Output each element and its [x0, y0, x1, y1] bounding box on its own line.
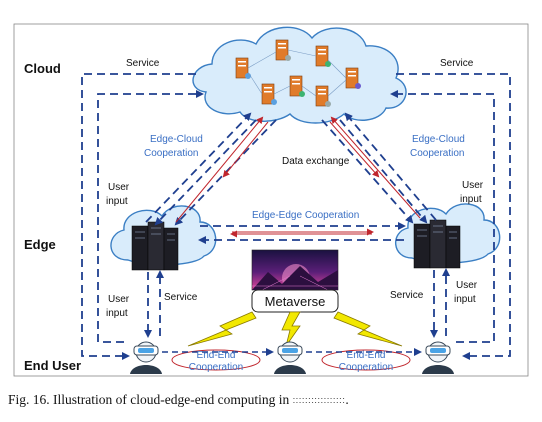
lightning-center-icon: [281, 311, 301, 347]
label-service-right: Service: [440, 58, 474, 69]
label-user-input-left-upper-2: input: [106, 196, 128, 207]
user-right-icon: [422, 341, 454, 374]
label-user-input-right-upper-1: User: [462, 180, 484, 191]
edge-server-right-icon: [413, 219, 461, 269]
label-edge-cloud-left-1: Edge-Cloud: [150, 134, 203, 145]
edge-server-left-icon: [131, 221, 179, 271]
label-service-lower-right: Service: [390, 290, 424, 301]
server-icon: [315, 85, 331, 107]
server-icon: [345, 67, 361, 89]
tier-label-edge: Edge: [24, 237, 56, 252]
label-edge-cloud-left-2: Cooperation: [144, 148, 198, 159]
label-service-left: Service: [126, 58, 160, 69]
end-end-cooperation-left-ellipse: [171, 349, 261, 371]
end-end-cooperation-right-ellipse: [321, 349, 411, 371]
label-end-end-left-2: Cooperation: [189, 362, 243, 373]
figure-caption: Fig. 16. Illustration of cloud-edge-end …: [8, 392, 534, 408]
label-user-input-left-lower-2: input: [106, 308, 128, 319]
label-user-input-right-lower-2: input: [454, 294, 476, 305]
tier-label-end-user: End User: [24, 358, 81, 373]
metaverse-label: Metaverse: [265, 294, 326, 309]
caption-obscured-text: ∶∶∶∶∶∶∶∶∶∶∶∶∶∶∶∶∶: [292, 396, 346, 407]
user-center-icon: [274, 341, 306, 374]
server-icon: [275, 39, 291, 61]
label-user-input-right-lower-1: User: [456, 280, 478, 291]
label-end-end-right-2: Cooperation: [339, 362, 393, 373]
metaverse-image: [251, 249, 339, 292]
red-cooperation-arrows: [175, 116, 421, 238]
diagram-frame: [13, 23, 529, 377]
label-end-end-left-1: End-End: [197, 350, 236, 361]
cloud-server-links: [247, 49, 347, 97]
label-user-input-left-upper-1: User: [108, 182, 130, 193]
label-edge-cloud-right-2: Cooperation: [410, 148, 464, 159]
cloud-shape: [192, 26, 407, 124]
label-user-input-right-upper-2: input: [460, 194, 482, 205]
label-end-end-right-1: End-End: [347, 350, 386, 361]
caption-prefix: Fig. 16. Illustration of cloud-edge-end …: [8, 392, 290, 407]
tier-label-cloud: Cloud: [24, 61, 61, 76]
lightning-left-icon: [187, 311, 257, 347]
label-service-lower-left: Service: [164, 292, 198, 303]
label-data-exchange: Data exchange: [282, 156, 350, 167]
caption-suffix: .: [345, 392, 349, 407]
label-edge-cloud-right-1: Edge-Cloud: [412, 134, 465, 145]
label-edge-edge: Edge-Edge Cooperation: [252, 210, 359, 221]
server-icon: [235, 57, 251, 79]
user-left-icon: [130, 341, 162, 374]
label-user-input-left-lower-1: User: [108, 294, 130, 305]
lightning-right-icon: [333, 311, 403, 347]
